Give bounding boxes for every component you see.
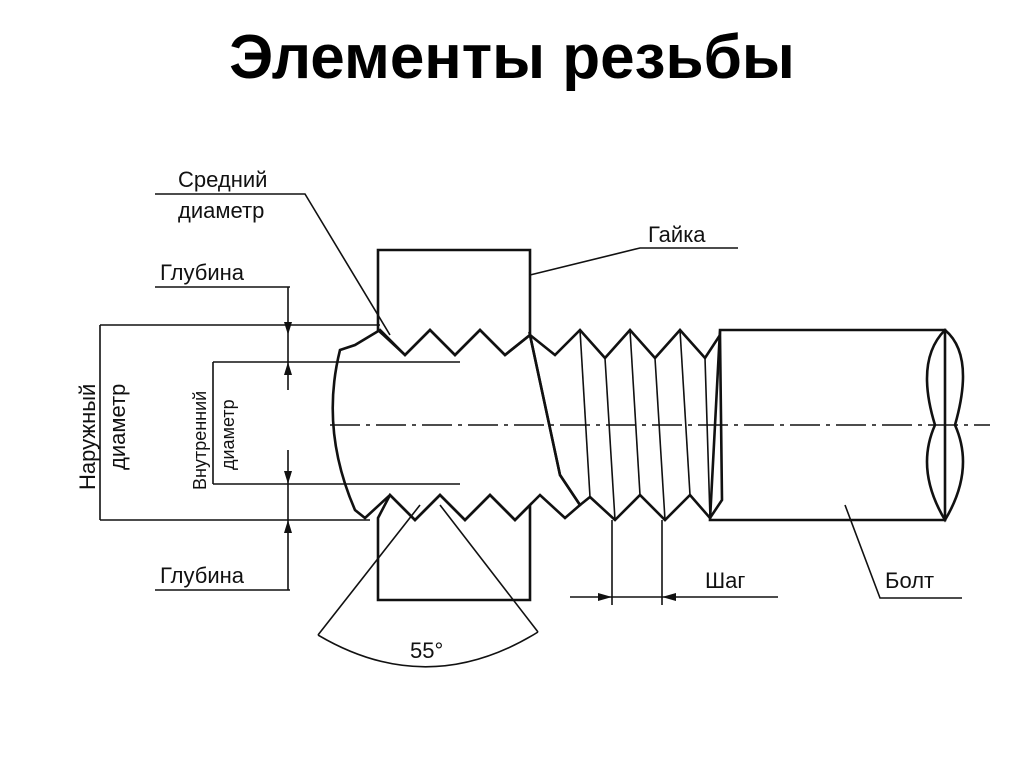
mean-diameter-label-line2: диаметр	[178, 198, 264, 223]
bolt-label: Болт	[885, 568, 934, 593]
bolt-end-section	[925, 328, 965, 523]
slide-title: Элементы резьбы	[229, 23, 795, 92]
nut-leader	[529, 247, 738, 276]
mean-diameter-leader	[155, 193, 391, 336]
inner-diameter-label-line2: диаметр	[218, 399, 238, 470]
nut-top	[376, 248, 532, 357]
inner-diameter-label-line1: Внутренний	[190, 391, 210, 490]
outer-diameter-label-line1: Наружный	[75, 384, 100, 490]
mean-diameter-label-line1: Средний	[178, 167, 267, 192]
bolt-leader	[844, 504, 962, 599]
angle-label: 55°	[410, 638, 443, 663]
nut-label: Гайка	[648, 222, 706, 247]
outer-diameter-label-line2: диаметр	[105, 384, 130, 470]
thread-crest-lines	[579, 329, 711, 521]
nut-bottom	[376, 492, 532, 602]
depth-top-label: Глубина	[160, 260, 245, 285]
pitch-label: Шаг	[705, 568, 745, 593]
angle-arc	[317, 631, 539, 668]
depth-bottom-label: Глубина	[160, 563, 245, 588]
